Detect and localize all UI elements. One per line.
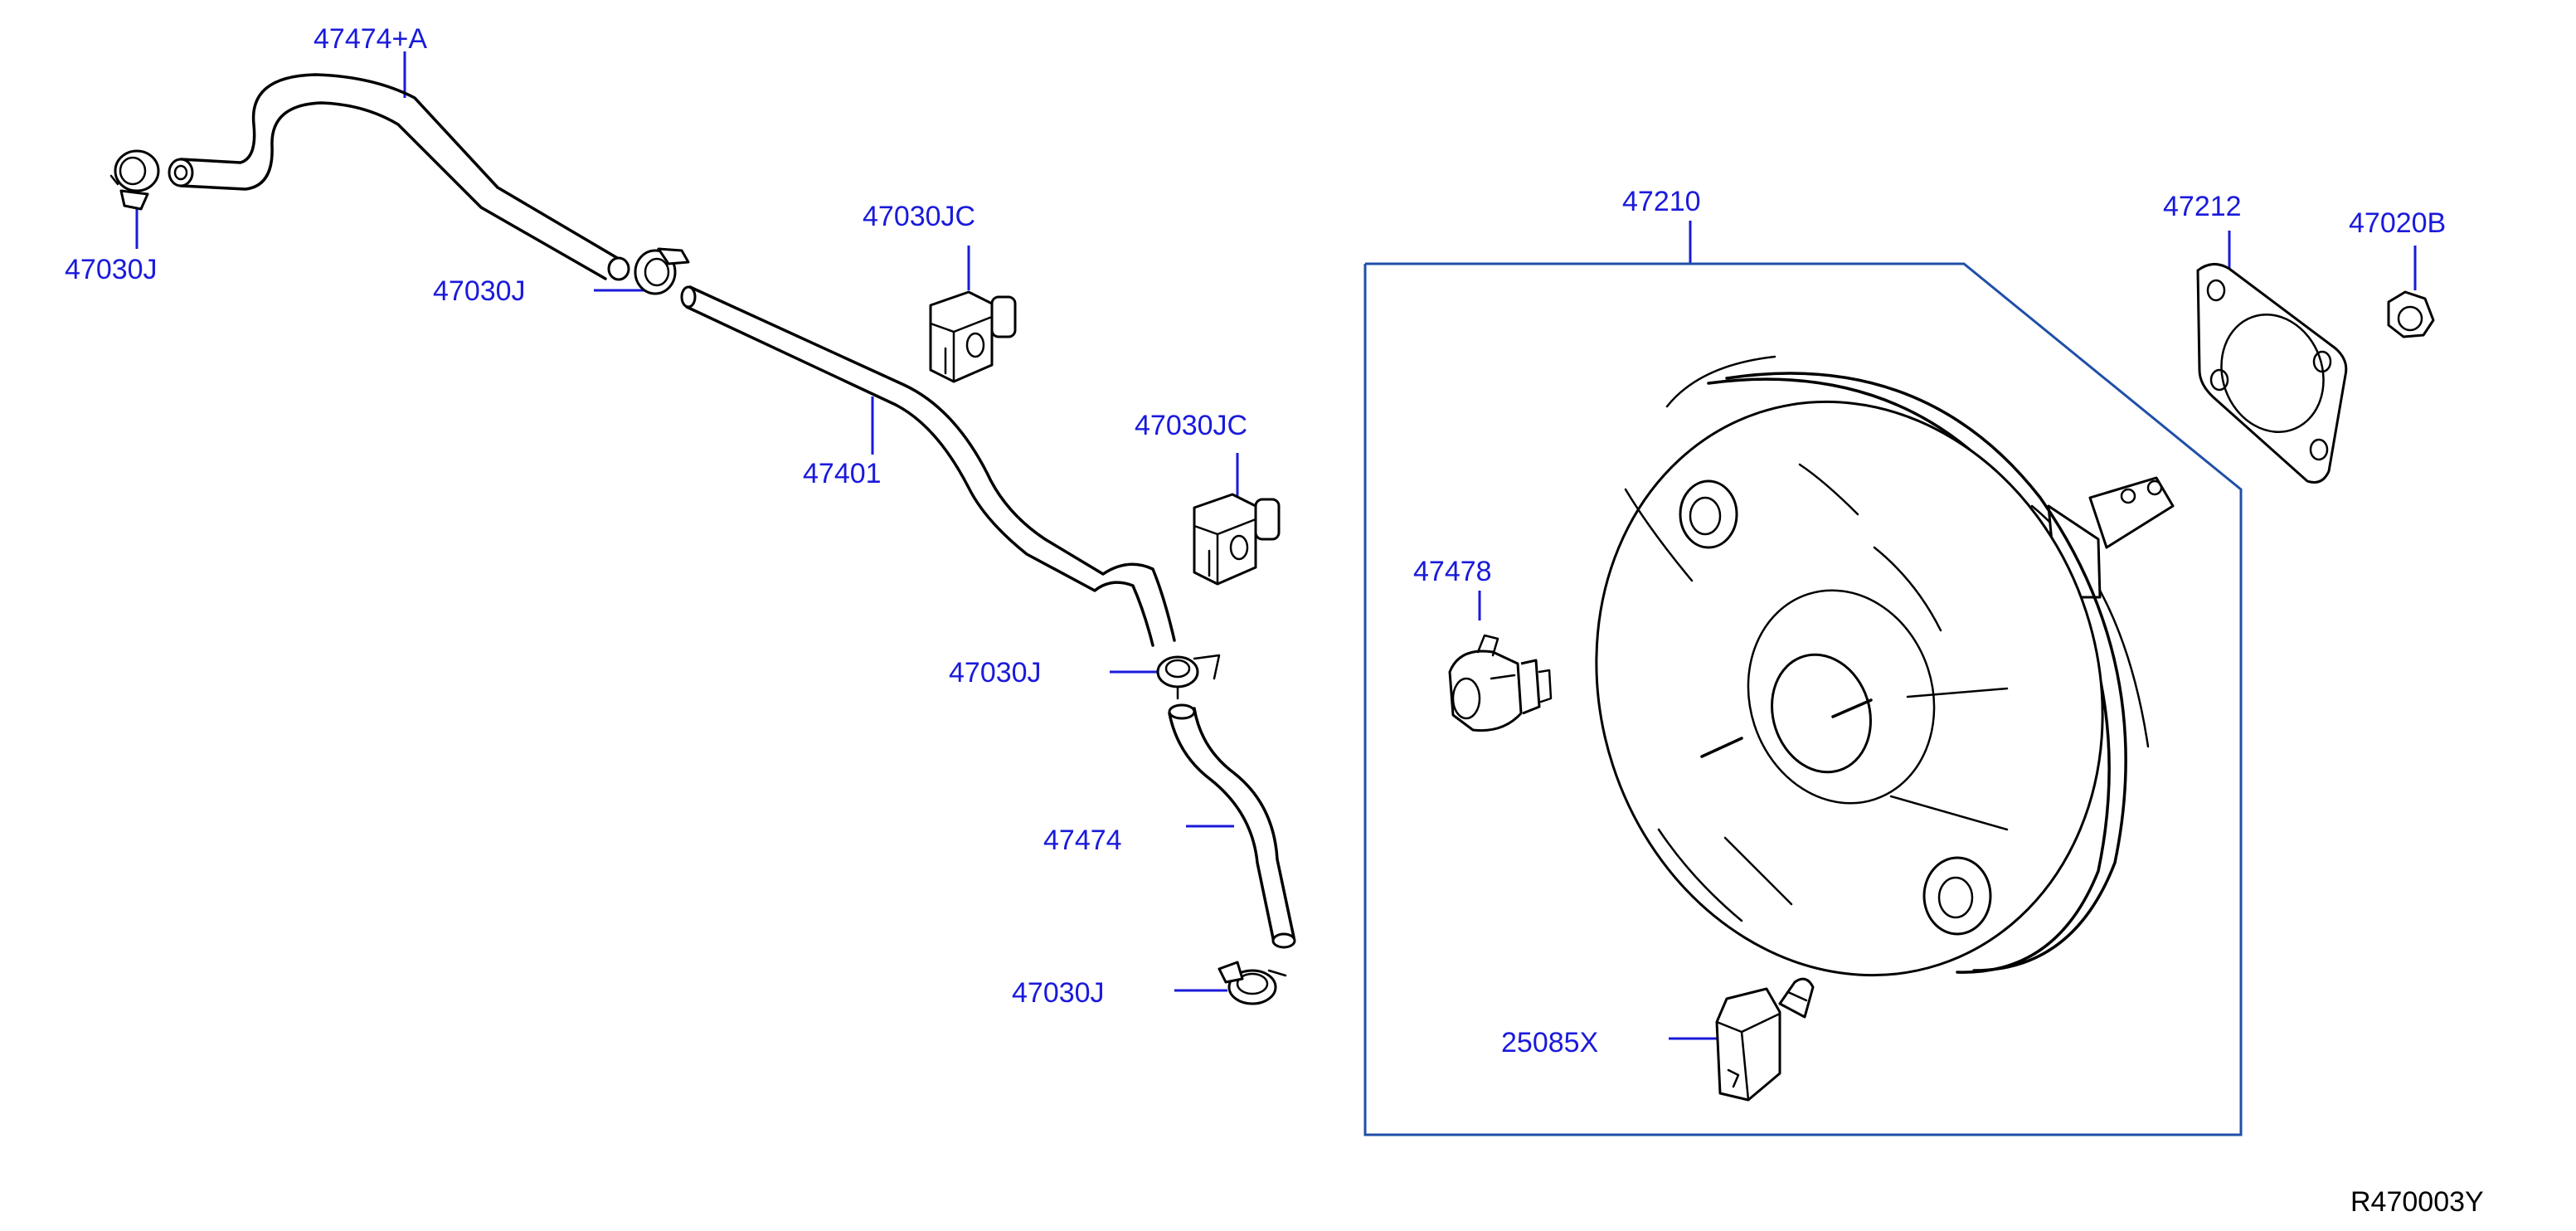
vacuum-tube-drawing — [680, 285, 1176, 647]
clamp-upper-drawing — [634, 247, 690, 295]
gasket-drawing — [2196, 263, 2348, 484]
label-check-valve: 47478 — [1413, 556, 1492, 587]
part-labels: 47474+A 47030J 47030J 47030JC 47401 4703… — [65, 23, 2446, 1058]
label-clamp-top-left: 47030J — [65, 254, 158, 285]
lower-hose-drawing — [1168, 703, 1296, 949]
connector-lower-drawing — [1193, 493, 1281, 586]
label-gasket: 47212 — [2163, 191, 2242, 222]
check-valve-drawing — [1448, 634, 1553, 732]
label-sensor: 25085X — [1501, 1027, 1598, 1058]
label-clamp-bottom: 47030J — [1012, 977, 1105, 1009]
label-clamp-upper: 47030J — [433, 275, 526, 307]
label-hose-upper: 47474+A — [313, 23, 427, 55]
clamp-middle-drawing — [1156, 654, 1221, 700]
upper-hose-drawing — [168, 73, 630, 281]
clamp-bottom-drawing — [1218, 961, 1287, 1005]
label-vacuum-tube: 47401 — [803, 458, 882, 489]
label-clamp-middle: 47030J — [949, 657, 1042, 688]
label-nut: 47020B — [2349, 207, 2446, 239]
clamp-top-left-drawing — [109, 149, 160, 211]
connector-upper-drawing — [929, 290, 1017, 383]
label-connector-upper: 47030JC — [863, 201, 975, 232]
label-connector-lower: 47030JC — [1135, 410, 1247, 441]
diagram-reference-code: R470003Y — [2350, 1186, 2484, 1218]
label-booster-assy: 47210 — [1622, 186, 1701, 217]
nut-drawing — [2387, 290, 2435, 338]
booster-assembly-frame — [1363, 262, 2243, 1136]
sensor-drawing — [1715, 977, 1815, 1102]
label-hose-lower: 47474 — [1043, 825, 1122, 856]
leader-lines — [135, 51, 2417, 1040]
brake-booster-drawing — [1595, 355, 2175, 977]
